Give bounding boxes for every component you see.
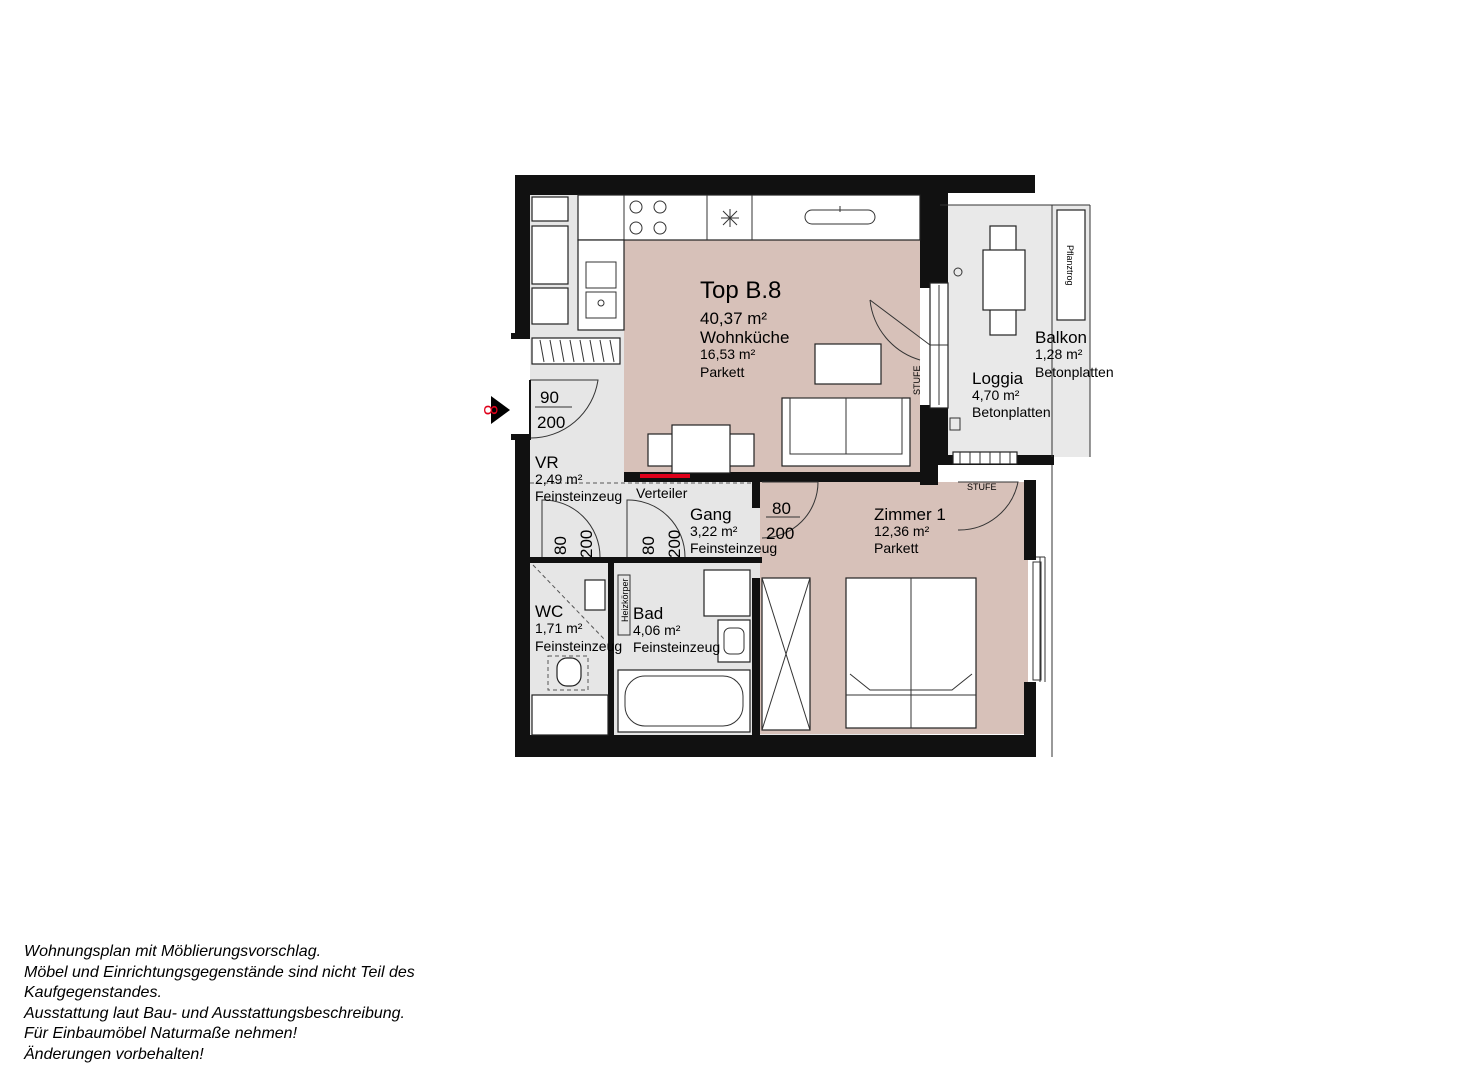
entrance-marker: 8 — [479, 396, 510, 424]
wc-fixtures — [531, 579, 609, 736]
room-floor-balkon: Betonplatten — [1035, 364, 1114, 380]
loggia-door — [869, 282, 949, 409]
coffee-table — [814, 343, 882, 385]
room-area-wc: 1,71 m² — [535, 620, 583, 636]
disclaimer-notes: Wohnungsplan mit Möblierungsvorschlag. M… — [24, 942, 415, 1065]
door-zimmer-width: 80 — [772, 499, 791, 518]
room-name-vr: VR — [535, 453, 559, 472]
dining-set — [647, 424, 755, 474]
room-area-bad: 4,06 m² — [633, 622, 681, 638]
wardrobe — [761, 577, 811, 731]
room-floor-zimmer1: Parkett — [874, 540, 918, 556]
door-zimmer-height: 200 — [766, 524, 794, 543]
room-floor-gang: Feinsteinzeug — [690, 540, 777, 556]
bathtub — [617, 669, 751, 733]
room-area-gang: 3,22 m² — [690, 523, 738, 539]
disclaimer-line: Kaufgegenstandes. — [24, 984, 162, 1001]
room-name-balkon: Balkon — [1035, 328, 1087, 347]
wardrobe-hangers — [539, 339, 615, 363]
labels: Top B.8 40,37 m² Wohnküche 16,53 m² Park… — [535, 245, 1114, 655]
disclaimer-line: Möbel und Einrichtungsgegenstände sind n… — [24, 963, 415, 981]
bath-fixtures — [617, 569, 751, 733]
unit-title: Top B.8 — [700, 277, 781, 304]
disclaimer-line: Wohnungsplan mit Möblierungsvorschlag. — [24, 943, 322, 960]
basin — [717, 619, 751, 663]
door-wc-height: 200 — [577, 530, 596, 558]
sink-icon — [804, 206, 876, 225]
room-floor-bad: Feinsteinzeug — [633, 639, 720, 655]
label-stufe-top: STUFE — [912, 365, 922, 395]
room-area-loggia: 4,70 m² — [972, 387, 1020, 403]
label-heizkoerper: Heizkörper — [620, 578, 630, 622]
fan-icon — [721, 209, 739, 227]
door-bad-height: 200 — [665, 530, 684, 558]
disclaimer-line: Änderungen vorbehalten! — [24, 1045, 204, 1063]
label-stufe-bottom: STUFE — [967, 482, 997, 492]
door-bad-width: 80 — [639, 536, 658, 555]
label-pflanztrog: Pflanztrog — [1065, 245, 1075, 286]
entrance-arrow-icon — [491, 396, 510, 424]
door-entrance-height: 200 — [537, 413, 565, 432]
label-verteiler: Verteiler — [636, 485, 688, 501]
living-furniture — [647, 343, 911, 474]
room-floor-wohnkueche: Parkett — [700, 364, 744, 380]
disclaimer-line: Für Einbaumöbel Naturmaße nehmen! — [24, 1025, 298, 1042]
door-entrance-width: 90 — [540, 388, 559, 407]
room-name-loggia: Loggia — [972, 369, 1024, 388]
unit-total-area: 40,37 m² — [700, 309, 767, 328]
entrance-marker-number: 8 — [479, 405, 500, 416]
zimmer-furniture — [761, 561, 1042, 731]
disclaimer-line: Ausstattung laut Bau- und Ausstattungsbe… — [24, 1004, 405, 1022]
window-lines — [940, 204, 1091, 757]
door-wc-width: 80 — [551, 536, 570, 555]
sofa — [781, 397, 911, 467]
doors — [529, 379, 819, 641]
room-area-balkon: 1,28 m² — [1035, 346, 1083, 362]
toilet — [547, 655, 589, 691]
room-name-wohnkueche: Wohnküche — [700, 328, 789, 347]
bed — [845, 577, 977, 729]
room-name-bad: Bad — [633, 604, 663, 623]
walls — [511, 175, 1054, 757]
washing-machine — [703, 569, 751, 617]
room-area-vr: 2,49 m² — [535, 471, 583, 487]
room-name-wc: WC — [535, 602, 563, 621]
cooktop-icon — [629, 200, 667, 235]
kitchen-counter — [531, 194, 921, 365]
room-area-zimmer1: 12,36 m² — [874, 523, 930, 539]
loggia-furniture — [869, 209, 1086, 531]
room-area-wohnkueche: 16,53 m² — [700, 346, 756, 362]
room-floor-wc: Feinsteinzeug — [535, 638, 622, 654]
room-name-gang: Gang — [690, 505, 732, 524]
room-floor-vr: Feinsteinzeug — [535, 488, 622, 504]
room-name-zimmer1: Zimmer 1 — [874, 505, 946, 524]
room-floor-loggia: Betonplatten — [972, 404, 1051, 420]
